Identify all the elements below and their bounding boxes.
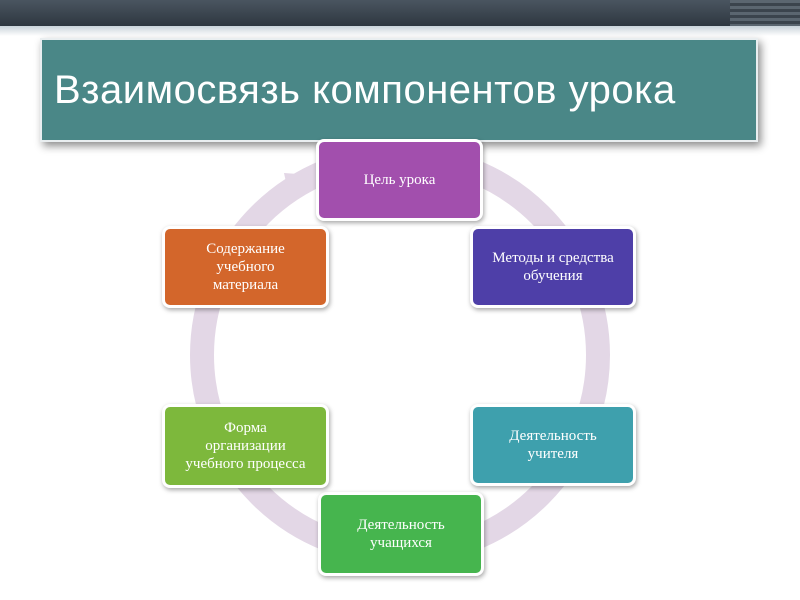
node-lesson-goal-label: Цель урока — [363, 172, 436, 188]
cycle-arrow-head — [284, 173, 312, 196]
node-teacher-activity-label: Деятельность учителя — [509, 428, 597, 462]
node-material-content: Содержание учебного материала — [162, 226, 329, 308]
top-decor-band — [0, 0, 800, 26]
node-lesson-goal: Цель урока — [316, 139, 483, 221]
node-student-activity: Деятельность учащихся — [318, 492, 484, 576]
node-student-activity-label: Деятельность учащихся — [357, 517, 445, 551]
node-teacher-activity: Деятельность учителя — [470, 404, 636, 486]
slide-title: Взаимосвязь компонентов урока — [54, 67, 676, 112]
top-decor-accent — [730, 0, 800, 26]
top-decor-gradient — [0, 26, 800, 36]
node-methods-and-means: Методы и средства обучения — [470, 226, 636, 308]
node-methods-and-means-label: Методы и средства обучения — [492, 250, 614, 284]
node-material-content-label: Содержание учебного материала — [206, 241, 285, 293]
node-organization-form: Форма организации учебного процесса — [162, 404, 329, 488]
node-organization-form-label: Форма организации учебного процесса — [185, 420, 306, 472]
